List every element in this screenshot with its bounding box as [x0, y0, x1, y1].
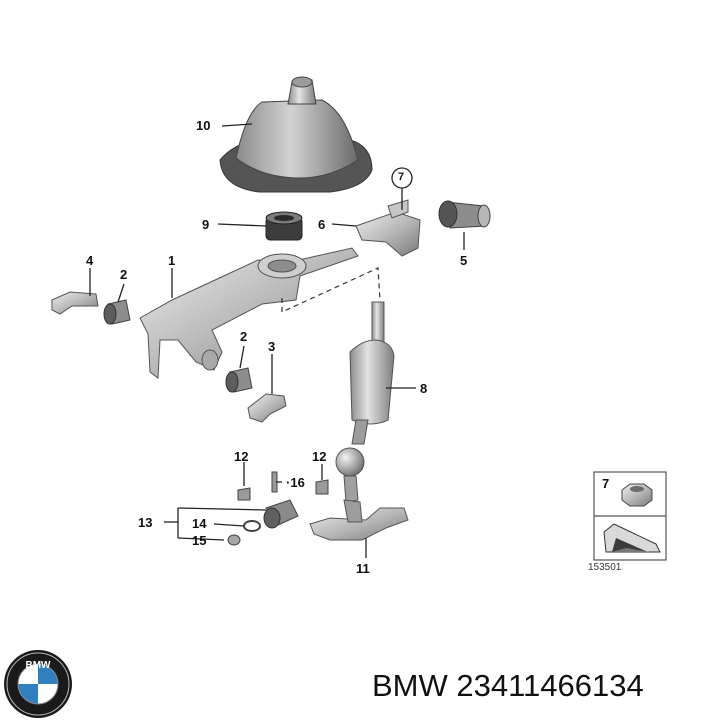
callout-10: 10 [196, 118, 211, 133]
callout-11: 11 [356, 561, 370, 576]
callout-14: 14 [192, 516, 207, 531]
callout-13: 13 [138, 515, 153, 530]
bush-part-2-upper [103, 299, 131, 325]
leader-lines [89, 123, 465, 558]
pin-part-4 [51, 291, 99, 315]
callout-12-right: 12 [312, 449, 327, 464]
inset-box [593, 471, 667, 561]
callout-2-lower: 2 [240, 329, 248, 344]
guide-lines [281, 267, 381, 313]
callout-7-circle [391, 167, 413, 189]
inset-label: 7 [602, 476, 610, 491]
direction-arrow-icon [603, 523, 661, 553]
bushing-set-part-13 [227, 499, 299, 546]
svg-text:BMW: BMW [26, 660, 52, 671]
shift-boot-part-10 [219, 76, 373, 193]
bmw-logo: BMW [4, 650, 72, 718]
callout-8: 8 [420, 381, 428, 396]
bearing-ring-part-9 [265, 211, 303, 241]
flange-nut-icon [621, 483, 653, 507]
callout-9: 9 [202, 217, 210, 232]
part-number-title: BMW 23411466134 [372, 668, 644, 703]
bush-part-2-lower [225, 367, 253, 393]
lower-lever-part-11 [309, 499, 409, 541]
callout-1: 1 [168, 253, 176, 268]
callout-12-left: 12 [234, 449, 249, 464]
callout-6: 6 [318, 217, 326, 232]
clip-part-12-right [315, 479, 329, 495]
callout-5: 5 [460, 253, 468, 268]
pin-part-3 [247, 393, 287, 423]
callout-16: ·16 [286, 475, 305, 490]
catalog-number: 153501 [588, 562, 622, 573]
selector-lever-part-1 [139, 247, 359, 379]
callout-15: 15 [192, 533, 207, 548]
shift-rod-part-8 [335, 301, 395, 503]
clip-part-12-left [237, 487, 251, 501]
bracket-part-6 [355, 199, 421, 257]
callout-3: 3 [268, 339, 276, 354]
callout-4: 4 [86, 253, 94, 268]
callout-2-upper: 2 [120, 267, 128, 282]
callout-7: 7 [398, 171, 405, 183]
bush-part-5 [438, 200, 491, 229]
